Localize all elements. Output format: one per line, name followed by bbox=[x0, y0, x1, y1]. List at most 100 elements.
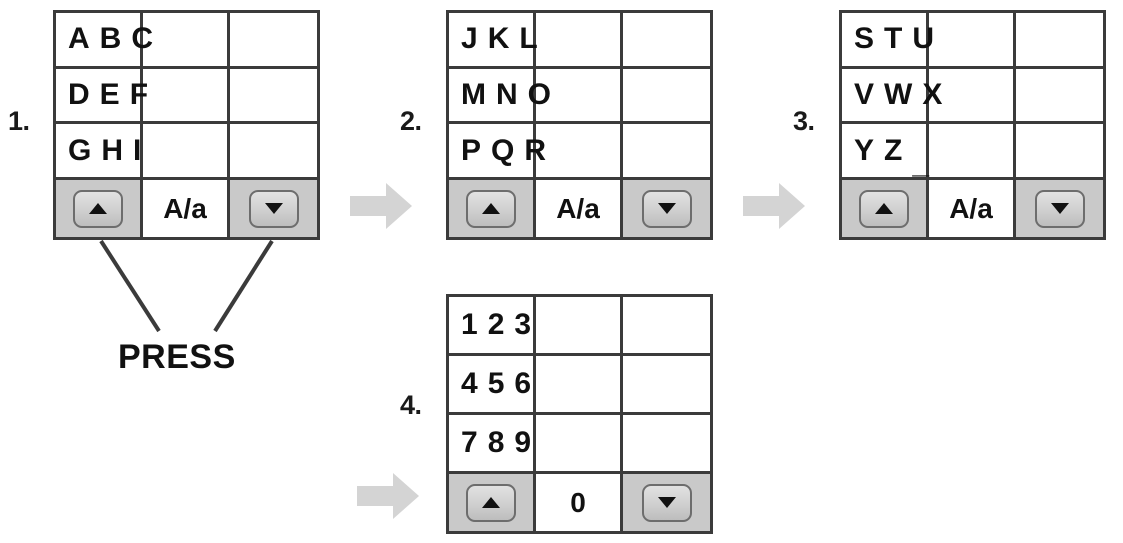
glyph: 5 bbox=[487, 367, 505, 400]
panel-3-row-2-col-3[interactable] bbox=[1016, 68, 1103, 125]
panel-4-down-button[interactable] bbox=[641, 483, 692, 522]
panel-4-row-3-col-2[interactable] bbox=[536, 415, 623, 474]
glyph: N bbox=[496, 77, 518, 111]
panel-1-row-1-col-2[interactable] bbox=[143, 13, 230, 69]
panel-1-row-1-characters: A B C bbox=[68, 13, 153, 66]
panel-1-mode-cell[interactable]: A/a bbox=[143, 180, 230, 237]
panel-2-down-button[interactable] bbox=[641, 189, 692, 228]
panel-3-row-1-col-3[interactable] bbox=[1016, 13, 1103, 69]
triangle-up-icon bbox=[875, 203, 893, 214]
panel-3-row-1-col-1[interactable]: S T U bbox=[842, 13, 934, 69]
panel-3-up-button[interactable] bbox=[859, 189, 909, 228]
glyph: 4 bbox=[461, 367, 478, 400]
panel-1-row-2-col-1[interactable]: D E F bbox=[56, 68, 148, 125]
glyph: H bbox=[101, 133, 124, 167]
glyph-space: _ bbox=[912, 146, 930, 180]
keypad-panel-1: A B C D E F G H I bbox=[53, 10, 320, 240]
glyph: J bbox=[461, 22, 478, 56]
glyph: M bbox=[461, 77, 486, 111]
flow-arrow-3-to-4 bbox=[355, 470, 421, 522]
panel-4-row-2-characters: 4 5 6 bbox=[461, 356, 531, 412]
glyph: W bbox=[884, 77, 913, 111]
panel-2-up-button[interactable] bbox=[466, 189, 516, 228]
panel-1-up-button-cell[interactable] bbox=[56, 180, 143, 237]
panel-4-mode-label: 0 bbox=[570, 486, 586, 518]
panel-2-row-1-col-3[interactable] bbox=[623, 13, 710, 69]
panel-1-row-3-col-1[interactable]: G H I bbox=[56, 124, 143, 180]
flow-arrow-2-to-3 bbox=[741, 180, 807, 232]
panel-3-mode-cell[interactable]: A/a bbox=[929, 180, 1016, 237]
step-number-2: 2. bbox=[400, 106, 422, 136]
panel-1-row-1-col-1[interactable]: A B C bbox=[56, 13, 153, 69]
glyph: A bbox=[68, 22, 90, 56]
panel-3-mode-label: A/a bbox=[949, 192, 993, 224]
glyph: 7 bbox=[461, 426, 478, 459]
panel-4-up-button-cell[interactable] bbox=[449, 474, 536, 531]
panel-2-up-button-cell[interactable] bbox=[449, 180, 536, 237]
triangle-up-icon bbox=[89, 203, 107, 214]
panel-4-down-button-cell[interactable] bbox=[623, 474, 710, 531]
panel-3-row-3-col-2[interactable] bbox=[929, 124, 1016, 180]
step-number-1: 1. bbox=[8, 106, 30, 136]
panel-3-row-3-characters: Y Z _ bbox=[854, 124, 930, 180]
panel-3-row-1-characters: S T U bbox=[854, 13, 934, 66]
panel-4-row-2-col-3[interactable] bbox=[623, 356, 710, 415]
panel-4-row-1-characters: 1 2 3 bbox=[461, 297, 531, 353]
panel-2-row-1-col-1[interactable]: J K L bbox=[449, 13, 538, 69]
glyph: 2 bbox=[487, 308, 505, 341]
panel-3-up-button-cell[interactable] bbox=[842, 180, 929, 237]
triangle-down-icon bbox=[264, 203, 283, 214]
panel-2-row-3-col-1[interactable]: P Q R bbox=[449, 124, 546, 180]
panel-2-row-2-col-1[interactable]: M N O bbox=[449, 68, 551, 125]
panel-1-row-3-col-3[interactable] bbox=[230, 124, 317, 180]
panel-4-up-button[interactable] bbox=[466, 483, 516, 522]
panel-3-down-button-cell[interactable] bbox=[1016, 180, 1103, 237]
glyph: T bbox=[884, 22, 903, 56]
panel-2-row-3-characters: P Q R bbox=[461, 124, 546, 177]
panel-2-row-1-characters: J K L bbox=[461, 13, 538, 66]
panel-1-up-button[interactable] bbox=[73, 189, 123, 228]
panel-1-row-2-col-2[interactable] bbox=[143, 68, 230, 125]
panel-3-row-3-col-1[interactable]: Y Z _ bbox=[842, 124, 929, 180]
panel-2-row-2-col-3[interactable] bbox=[623, 68, 710, 125]
glyph: 9 bbox=[514, 426, 532, 459]
panel-4-row-2-col-1[interactable]: 4 5 6 bbox=[449, 356, 536, 415]
panel-1-row-3-col-2[interactable] bbox=[143, 124, 230, 180]
panel-4-row-1-col-2[interactable] bbox=[536, 297, 623, 356]
glyph: 1 bbox=[461, 308, 478, 341]
press-callout-label: PRESS bbox=[118, 338, 236, 376]
panel-4-row-3-col-3[interactable] bbox=[623, 415, 710, 474]
panel-1-row-2-col-3[interactable] bbox=[230, 68, 317, 125]
glyph: S bbox=[854, 22, 875, 56]
glyph: K bbox=[487, 22, 510, 56]
panel-3-row-3-col-3[interactable] bbox=[1016, 124, 1103, 180]
glyph: L bbox=[519, 22, 538, 56]
glyph: 3 bbox=[514, 308, 532, 341]
panel-1-row-1-col-3[interactable] bbox=[230, 13, 317, 69]
panel-2-row-3-col-3[interactable] bbox=[623, 124, 710, 180]
panel-1-down-button[interactable] bbox=[248, 189, 299, 228]
keypad-panel-3: S T U V W X Y Z _ bbox=[839, 10, 1106, 240]
panel-2-down-button-cell[interactable] bbox=[623, 180, 710, 237]
panel-2-mode-cell[interactable]: A/a bbox=[536, 180, 623, 237]
glyph: 6 bbox=[514, 367, 532, 400]
panel-2-row-1-col-2[interactable] bbox=[536, 13, 623, 69]
glyph: B bbox=[99, 22, 122, 56]
glyph: Q bbox=[491, 133, 515, 167]
panel-1-down-button-cell[interactable] bbox=[230, 180, 317, 237]
panel-2-row-3-col-2[interactable] bbox=[536, 124, 623, 180]
panel-4-row-1-col-1[interactable]: 1 2 3 bbox=[449, 297, 536, 356]
panel-3-down-button[interactable] bbox=[1034, 189, 1085, 228]
panel-3-row-2-col-1[interactable]: V W X bbox=[842, 68, 942, 125]
step-number-4: 4. bbox=[400, 390, 422, 420]
panel-4-row-3-col-1[interactable]: 7 8 9 bbox=[449, 415, 536, 474]
keypad-panel-4: 1 2 3 4 5 6 7 8 9 bbox=[446, 294, 713, 534]
panel-3-row-1-col-2[interactable] bbox=[929, 13, 1016, 69]
panel-4-row-2-col-2[interactable] bbox=[536, 356, 623, 415]
panel-4-row-1-col-3[interactable] bbox=[623, 297, 710, 356]
panel-2-row-2-col-2[interactable] bbox=[536, 68, 623, 125]
step-number-3: 3. bbox=[793, 106, 815, 136]
panel-3-row-2-col-2[interactable] bbox=[929, 68, 1016, 125]
glyph: G bbox=[68, 133, 92, 167]
panel-4-mode-cell[interactable]: 0 bbox=[536, 474, 623, 531]
